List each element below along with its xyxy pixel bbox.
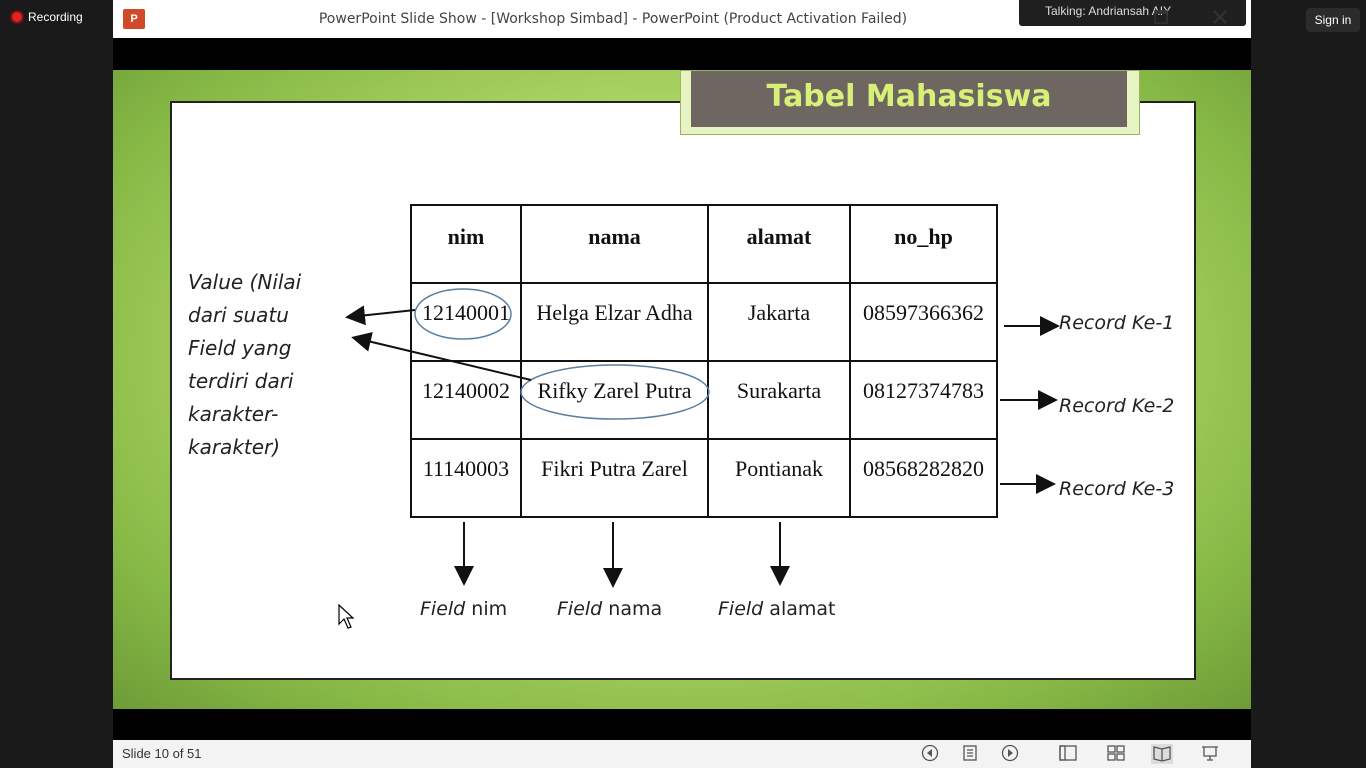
previous-icon xyxy=(921,744,939,762)
status-bar: Slide 10 of 51 xyxy=(113,740,1251,768)
maximize-button[interactable] xyxy=(1151,10,1171,30)
cell: 12140001 xyxy=(410,282,522,362)
sign-in-button[interactable]: Sign in xyxy=(1306,8,1360,32)
letterbox-bottom xyxy=(113,709,1251,740)
powerpoint-window: P PowerPoint Slide Show - [Workshop Simb… xyxy=(113,0,1251,768)
powerpoint-icon: P xyxy=(123,9,145,29)
slide-indicator: Slide 10 of 51 xyxy=(122,746,202,761)
cell: 08127374783 xyxy=(849,360,998,440)
slide-title: Tabel Mahasiswa xyxy=(691,71,1127,127)
record-label: Record Ke-3 xyxy=(1059,478,1175,500)
cell: 08597366362 xyxy=(849,282,998,362)
presentation-icon xyxy=(1202,746,1218,761)
record-label: Record Ke-2 xyxy=(1059,395,1175,417)
cell: Rifky Zarel Putra xyxy=(520,360,709,440)
cell: Jakarta xyxy=(707,282,851,362)
value-note-line: karakter) xyxy=(188,435,281,459)
talking-indicator: Talking: Andriansah AIY xyxy=(1019,0,1246,26)
window-title: PowerPoint Slide Show - [Workshop Simbad… xyxy=(318,11,908,27)
record-icon xyxy=(12,12,22,22)
title-bar: P PowerPoint Slide Show - [Workshop Simb… xyxy=(113,0,1251,38)
cell: Pontianak xyxy=(707,438,851,518)
letterbox-top xyxy=(113,38,1251,70)
mahasiswa-table: nim nama alamat no_hp 12140001 Helga Elz… xyxy=(410,204,998,518)
grid-icon xyxy=(1107,745,1125,761)
highlight-ellipse xyxy=(414,288,512,340)
header-alamat: alamat xyxy=(707,204,851,284)
field-label: Field nim xyxy=(420,598,508,620)
maximize-icon xyxy=(1154,10,1168,24)
close-button[interactable] xyxy=(1208,9,1232,31)
cell: 11140003 xyxy=(410,438,522,518)
slide-show-button[interactable] xyxy=(1199,744,1221,764)
value-note-line: Field yang xyxy=(188,336,292,360)
value-note-line: Value (Nilai xyxy=(188,270,302,294)
normal-view-icon xyxy=(1059,745,1077,761)
normal-view-button[interactable] xyxy=(1057,744,1079,764)
cell: Helga Elzar Adha xyxy=(520,282,709,362)
highlight-ellipse xyxy=(520,364,710,420)
reading-view-button[interactable] xyxy=(1151,744,1173,764)
value-note: Value (Nilai dari suatu Field yang terdi… xyxy=(188,266,318,464)
table-row: 12140001 Helga Elzar Adha Jakarta 085973… xyxy=(410,282,998,362)
field-label: Field nama xyxy=(557,598,663,620)
slide[interactable]: Tabel Mahasiswa nim nama alamat no_hp 12… xyxy=(113,70,1251,709)
annotation-arrows xyxy=(345,288,1060,588)
cell: Fikri Putra Zarel xyxy=(520,438,709,518)
recording-label: Recording xyxy=(28,10,83,24)
cell: 08568282820 xyxy=(849,438,998,518)
field-label: Field alamat xyxy=(718,598,836,620)
cell: Surakarta xyxy=(707,360,851,440)
slide-list-icon xyxy=(963,745,977,761)
next-icon xyxy=(1001,744,1019,762)
table-header-row: nim nama alamat no_hp xyxy=(410,204,998,284)
header-nama: nama xyxy=(520,204,709,284)
value-arrow xyxy=(345,305,416,326)
value-note-line: dari suatu xyxy=(188,303,289,327)
header-nim: nim xyxy=(410,204,522,284)
title-box: Tabel Mahasiswa xyxy=(680,70,1140,135)
close-icon xyxy=(1213,10,1227,24)
next-slide-button[interactable] xyxy=(999,744,1021,764)
recording-indicator[interactable]: Recording xyxy=(12,10,83,24)
header-no-hp: no_hp xyxy=(849,204,998,284)
table-row: 11140003 Fikri Putra Zarel Pontianak 085… xyxy=(410,438,998,518)
previous-slide-button[interactable] xyxy=(919,744,941,764)
mouse-cursor-icon xyxy=(338,604,355,629)
value-arrow xyxy=(351,331,532,381)
value-note-line: terdiri dari xyxy=(188,369,294,393)
record-label: Record Ke-1 xyxy=(1059,312,1175,334)
table-row: 12140002 Rifky Zarel Putra Surakarta 081… xyxy=(410,360,998,440)
book-icon xyxy=(1153,746,1171,762)
slide-sorter-button[interactable] xyxy=(1105,744,1127,764)
slide-menu-button[interactable] xyxy=(959,744,981,764)
value-note-line: karakter- xyxy=(188,402,279,426)
